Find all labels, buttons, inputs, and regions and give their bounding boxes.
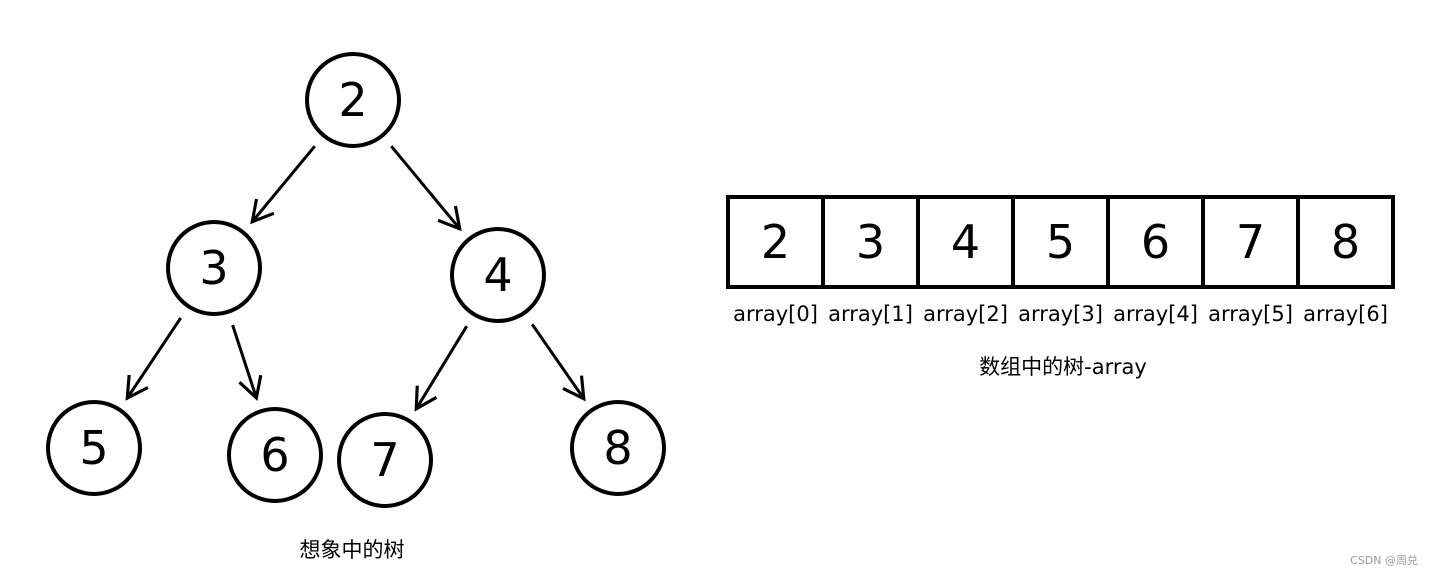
tree-node-label: 4 <box>483 248 512 302</box>
tree-node-circle <box>227 407 323 503</box>
edge-arrow-n1-n3 <box>125 317 182 401</box>
tree-node-circle <box>337 412 433 508</box>
array-index-label: array[5] <box>1208 302 1293 326</box>
tree-node-label: 7 <box>370 433 399 487</box>
array-cell-6: 8 array[6] <box>1296 195 1395 326</box>
array-cell-value: 7 <box>1236 215 1265 269</box>
array-cell-value: 2 <box>761 215 790 269</box>
array-index-label: array[4] <box>1113 302 1198 326</box>
edge-arrow-n2-n5 <box>414 325 469 412</box>
tree-node-label: 5 <box>79 421 108 475</box>
tree-node-circle <box>166 220 262 316</box>
array-cell-2: 4 array[2] <box>916 195 1015 326</box>
edge-arrow-n0-n1 <box>250 145 316 225</box>
array-index-label: array[6] <box>1303 302 1388 326</box>
array-cell-value: 3 <box>856 215 885 269</box>
tree-node-n3: 5 <box>46 400 142 496</box>
tree-node-n4: 6 <box>227 407 323 503</box>
array-cells: 2 array[0] 3 array[1] 4 array[2] 5 array[3] 6 arr… <box>726 195 1395 326</box>
edge-arrow-n0-n2 <box>390 145 462 232</box>
tree-node-n1: 3 <box>166 220 262 316</box>
array-index-label: array[2] <box>923 302 1008 326</box>
array-cell-value: 8 <box>1331 215 1360 269</box>
tree-edges <box>125 145 586 412</box>
tree-node-circle <box>305 52 401 148</box>
array-cell-4: 6 array[4] <box>1106 195 1205 326</box>
array-index-label: array[1] <box>828 302 913 326</box>
tree-nodes: 2 3 4 5 6 7 8 <box>46 52 666 508</box>
array-index-label: array[0] <box>733 302 818 326</box>
array-cell-0: 2 array[0] <box>726 195 825 326</box>
array-cell-value: 6 <box>1141 215 1170 269</box>
tree-node-n2: 4 <box>450 227 546 323</box>
array-cell-5: 7 array[5] <box>1201 195 1300 326</box>
tree-node-circle <box>450 227 546 323</box>
tree-node-n5: 7 <box>337 412 433 508</box>
tree-node-circle <box>46 400 142 496</box>
tree-node-label: 3 <box>199 241 228 295</box>
array-cell-value: 5 <box>1046 215 1075 269</box>
tree-node-label: 6 <box>260 428 289 482</box>
tree-node-label: 2 <box>338 73 367 127</box>
edge-arrow-n2-n6 <box>530 323 586 402</box>
tree-node-n6: 8 <box>570 400 666 496</box>
tree-node-label: 8 <box>603 421 632 475</box>
watermark-text: CSDN @周兑 <box>1350 553 1418 567</box>
tree-node-n0: 2 <box>305 52 401 148</box>
array-cell-value: 4 <box>951 215 980 269</box>
array-caption: 数组中的树-array <box>979 355 1147 379</box>
tree-caption: 想象中的树 <box>300 538 405 562</box>
edge-arrow-n1-n4 <box>231 324 263 402</box>
array-cell-box <box>1106 195 1205 289</box>
array-cell-1: 3 array[1] <box>821 195 920 326</box>
array-cell-box <box>1296 195 1395 289</box>
array-cell-3: 5 array[3] <box>1011 195 1110 326</box>
tree-node-circle <box>570 400 666 496</box>
array-cell-box <box>916 195 1015 289</box>
array-index-label: array[3] <box>1018 302 1103 326</box>
